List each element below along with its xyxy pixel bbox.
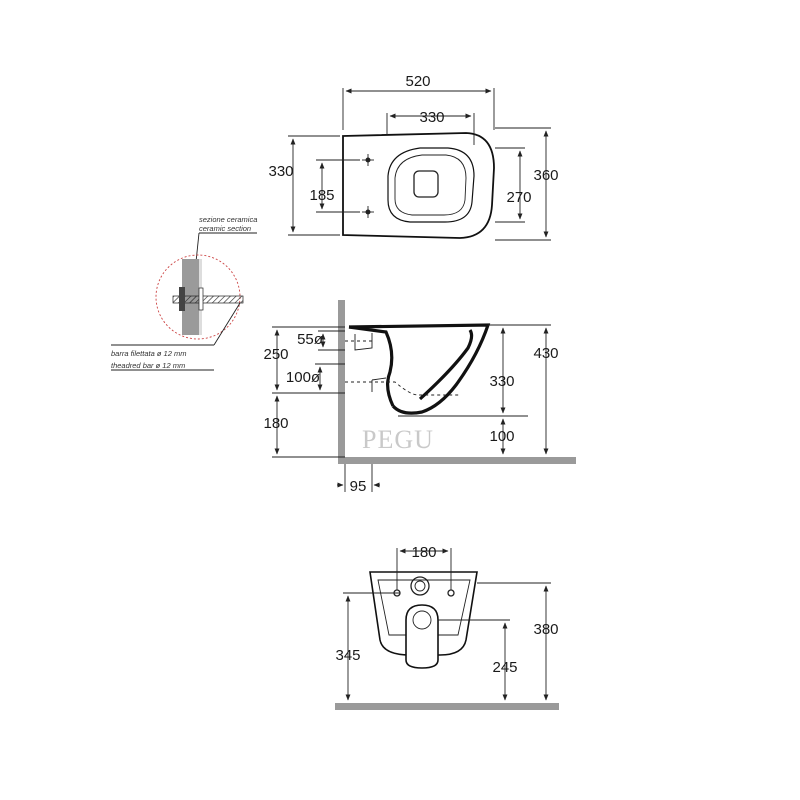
dim-bowl-height: 330 (489, 373, 514, 390)
section-detail: sezione ceramica ceramic section barra f… (111, 215, 257, 371)
front-view: 180 345 380 245 (335, 544, 559, 710)
dim-left-height: 330 (268, 163, 293, 180)
dim-outlet-diameter: 100ø (286, 369, 320, 386)
threaded-bar (172, 295, 244, 304)
dim-outlet-height: 180 (263, 415, 288, 432)
wall (338, 300, 345, 464)
fixing-hole-icon (362, 154, 374, 166)
label-ceramic-section-it: sezione ceramica (199, 215, 257, 224)
side-view-body (348, 323, 491, 415)
label-ceramic-section-en: ceramic section (199, 224, 251, 233)
dim-front-outlet-height: 345 (335, 647, 360, 664)
dim-front-inlet-height: 245 (492, 659, 517, 676)
label-threaded-bar-en: theadred bar ø 12 mm (111, 361, 185, 370)
dim-bolt-spacing: 180 (411, 544, 436, 561)
top-view-flush-square (413, 170, 439, 198)
dim-rim-height: 380 (533, 621, 558, 638)
dim-inner-depth: 270 (506, 189, 531, 206)
dim-wall-offset: 95 (350, 478, 367, 495)
side-view: PEGU 250 180 55ø 100ø 330 100 4 (263, 300, 576, 495)
dim-total-height: 430 (533, 345, 558, 362)
dim-fixing-span: 330 (419, 109, 444, 126)
dim-inlet-height: 250 (263, 346, 288, 363)
floor (338, 457, 576, 464)
dim-overall-width: 520 (405, 73, 430, 90)
label-threaded-bar-it: barra filettata ø 12 mm (111, 349, 186, 358)
dim-fixing-distance: 185 (309, 187, 334, 204)
watermark: PEGU (362, 425, 434, 454)
dim-floor-clearance: 100 (489, 428, 514, 445)
front-inlet (410, 576, 430, 596)
dim-inlet-diameter: 55ø (297, 331, 323, 348)
dim-right-height: 360 (533, 167, 558, 184)
front-floor (335, 703, 559, 710)
top-view-bowl (387, 147, 475, 223)
fixing-hole-icon (362, 206, 374, 218)
front-outlet (405, 604, 439, 669)
top-view: 520 330 330 185 270 360 (268, 73, 559, 241)
